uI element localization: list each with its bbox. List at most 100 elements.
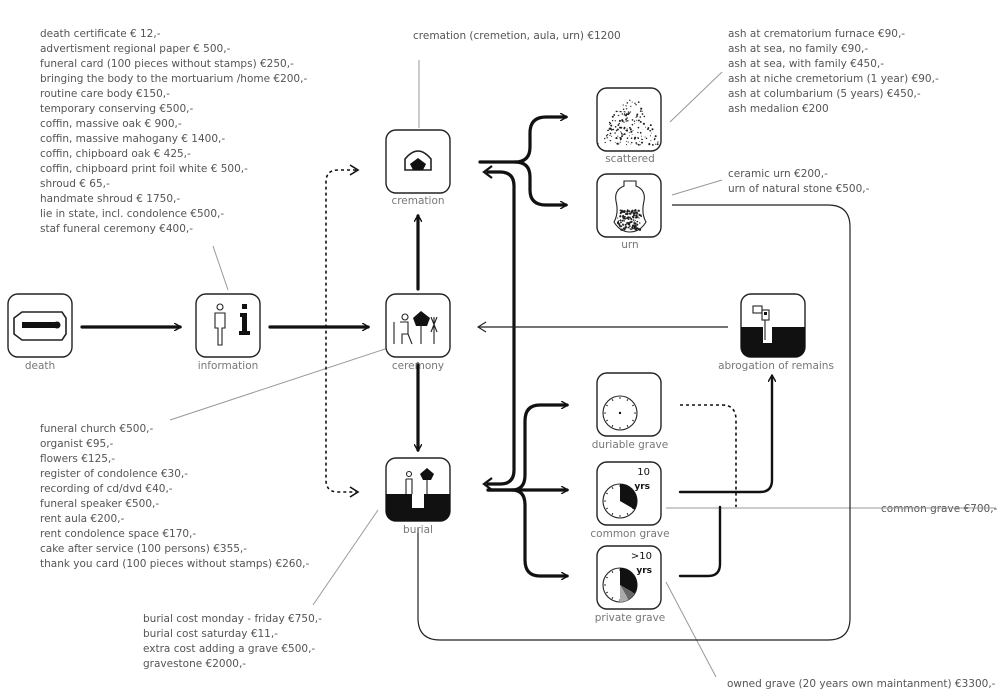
node-ceremony: ceremony bbox=[385, 293, 451, 372]
burial-to-private-grave-arrow bbox=[510, 488, 567, 576]
cost-line: coffin, chipboard oak € 425,- bbox=[40, 148, 191, 160]
cost-line: ceramic urn €200,- bbox=[728, 168, 828, 180]
private-grave-to-abrogation-arrow bbox=[678, 505, 722, 578]
cost-line: burial cost saturday €11,- bbox=[143, 628, 278, 640]
information-to-cremation-dashed-arrow bbox=[325, 169, 356, 493]
clock-icon bbox=[602, 567, 638, 603]
node-information-label: information bbox=[198, 360, 259, 372]
dashed-arrowhead bbox=[349, 164, 360, 176]
abrogation-icon bbox=[741, 305, 805, 357]
cost-line: bringing the body to the mortuarium /hom… bbox=[40, 73, 307, 85]
ceremony-cost-list: funeral church €500,- organist €95,- flo… bbox=[40, 423, 309, 570]
information-cost-list: death certificate € 12,- advertisment re… bbox=[40, 28, 307, 235]
scattered-leader-line bbox=[669, 71, 723, 123]
urn-leader-line bbox=[671, 179, 723, 196]
link-arrowhead bbox=[482, 477, 493, 491]
ceremony-icon bbox=[393, 311, 438, 345]
node-burial: burial bbox=[385, 457, 451, 536]
burial-icon bbox=[386, 468, 450, 521]
cost-line: shroud € 65,- bbox=[40, 178, 110, 190]
cost-line: lie in state, incl. condolence €500,- bbox=[40, 208, 224, 220]
cost-line: burial cost monday - friday €750,- bbox=[143, 613, 322, 625]
node-urn: urn bbox=[596, 173, 662, 251]
burial-cost-list: burial cost monday - friday €750,- buria… bbox=[143, 613, 322, 670]
common-grave-cost: common grave €700,- bbox=[881, 503, 998, 515]
information-leader-line bbox=[212, 245, 229, 291]
urn-to-burial-loop-line bbox=[417, 204, 851, 641]
cost-line: coffin, chipboard print foil white € 500… bbox=[40, 163, 248, 175]
node-cremation: cremation bbox=[385, 129, 451, 207]
cost-line: thank you card (100 pieces without stamp… bbox=[40, 558, 309, 570]
cremation-burial-link bbox=[486, 170, 516, 486]
node-burial-label: burial bbox=[403, 524, 433, 536]
scattered-ash-icon bbox=[597, 99, 659, 146]
cost-line: ash medalion €200 bbox=[728, 103, 829, 115]
owned-grave-cost: owned grave (20 years own maintanment) €… bbox=[727, 678, 996, 690]
cost-line: urn of natural stone €500,- bbox=[728, 183, 870, 195]
clock-icon bbox=[602, 483, 638, 519]
cost-line: organist €95,- bbox=[40, 438, 114, 450]
cost-line: temporary conserving €500,- bbox=[40, 103, 193, 115]
cost-line: ash at sea, no family €90,- bbox=[728, 43, 868, 55]
coffin-icon bbox=[13, 311, 67, 341]
cost-line: coffin, massive oak € 900,- bbox=[40, 118, 182, 130]
ceremony-leader-line bbox=[169, 347, 389, 421]
cremation-to-urn-arrow bbox=[513, 160, 566, 205]
cost-line: funeral card (100 pieces without stamps)… bbox=[40, 58, 294, 70]
urn-cost-list: ceramic urn €200,- urn of natural stone … bbox=[728, 168, 870, 195]
cost-line: gravestone €2000,- bbox=[143, 658, 246, 670]
node-abrogation-label: abrogation of remains bbox=[718, 360, 834, 372]
node-information: information bbox=[195, 293, 261, 372]
cost-line: death certificate € 12,- bbox=[40, 28, 161, 40]
cremation-cost: cremation (cremetion, aula, urn) €1200 bbox=[413, 30, 621, 42]
cremation-oven-icon bbox=[404, 150, 432, 171]
cost-line: ash at niche cremetorium (1 year) €90,- bbox=[728, 73, 939, 85]
cremation-to-scattered-arrow bbox=[478, 117, 566, 164]
cost-line: advertisment regional paper € 500,- bbox=[40, 43, 231, 55]
private-grave-years-unit: yrs bbox=[636, 566, 652, 576]
common-grave-to-abrogation-arrow bbox=[678, 376, 772, 494]
node-durable-grave-label: duriable grave bbox=[592, 439, 668, 451]
cost-line: rent aula €200,- bbox=[40, 513, 124, 525]
node-urn-label: urn bbox=[621, 239, 638, 251]
node-private-grave-label: private grave bbox=[595, 612, 666, 624]
abrogation-arrowhead bbox=[476, 321, 487, 333]
node-scattered-label: scattered bbox=[605, 153, 655, 165]
private-grave-years: >10 bbox=[631, 551, 652, 562]
dashed-arrowhead bbox=[349, 486, 360, 498]
link-arrowhead bbox=[482, 165, 493, 179]
cost-line: funeral speaker €500,- bbox=[40, 498, 159, 510]
clock-icon bbox=[602, 395, 638, 431]
node-private-grave: >10 yrs private grave bbox=[595, 545, 666, 624]
burial-to-durable-grave-arrow bbox=[486, 405, 567, 492]
owned-grave-leader-line bbox=[665, 581, 717, 678]
node-death: death bbox=[7, 293, 73, 372]
burial-leader-line bbox=[312, 509, 379, 606]
cost-line: flowers €125,- bbox=[40, 453, 115, 465]
person-info-icon bbox=[214, 303, 250, 346]
cost-line: register of condolence €30,- bbox=[40, 468, 188, 480]
cost-line: funeral church €500,- bbox=[40, 423, 153, 435]
node-abrogation: abrogation of remains bbox=[718, 293, 834, 372]
node-cremation-label: cremation bbox=[391, 195, 444, 207]
urn-icon bbox=[613, 180, 647, 233]
durable-grave-dashed-link bbox=[680, 404, 737, 507]
node-common-grave: 10 yrs common grave bbox=[590, 461, 670, 540]
cost-line: routine care body €150,- bbox=[40, 88, 170, 100]
cost-line: ash at sea, with family €450,- bbox=[728, 58, 884, 70]
cost-line: staf funeral ceremony €400,- bbox=[40, 223, 193, 235]
scattered-cost-list: ash at crematorium furnace €90,- ash at … bbox=[728, 28, 939, 115]
cost-line: coffin, massive mahogany € 1400,- bbox=[40, 133, 225, 145]
node-scattered: scattered bbox=[596, 87, 662, 165]
cost-line: ash at crematorium furnace €90,- bbox=[728, 28, 905, 40]
common-grave-years-unit: yrs bbox=[634, 482, 650, 492]
cost-line: extra cost adding a grave €500,- bbox=[143, 643, 315, 655]
node-death-label: death bbox=[25, 360, 55, 372]
common-grave-years: 10 bbox=[637, 467, 650, 478]
node-ceremony-label: ceremony bbox=[392, 360, 444, 372]
cost-line: rent condolence space €170,- bbox=[40, 528, 196, 540]
node-durable-grave: duriable grave bbox=[592, 372, 668, 451]
cost-line: handmate shroud € 1750,- bbox=[40, 193, 180, 205]
cost-line: cake after service (100 persons) €355,- bbox=[40, 543, 247, 555]
